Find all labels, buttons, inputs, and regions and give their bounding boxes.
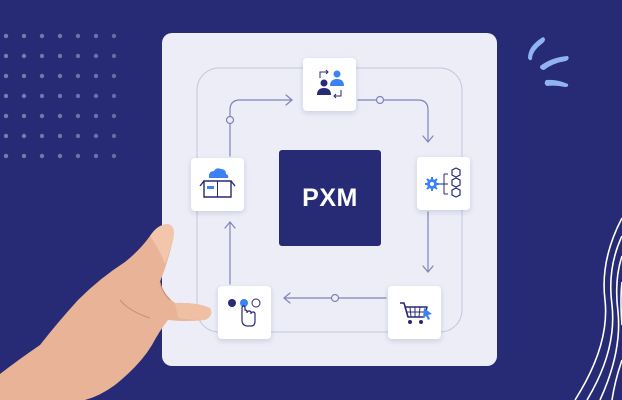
connector-left-to-top bbox=[229, 99, 293, 157]
grid-dot bbox=[111, 33, 117, 39]
node-click-select bbox=[218, 286, 271, 339]
node-gear-hierarchy bbox=[417, 157, 470, 210]
grid-dot bbox=[39, 133, 45, 139]
product-box-icon bbox=[199, 168, 236, 198]
dot-grid-decoration bbox=[3, 33, 117, 159]
grid-dot bbox=[111, 113, 117, 119]
grid-dot bbox=[39, 153, 45, 159]
user-transfer-icon bbox=[317, 69, 344, 99]
grid-dot bbox=[57, 153, 63, 159]
grid-dot bbox=[21, 113, 27, 119]
grid-dot bbox=[39, 113, 45, 119]
grid-dot bbox=[3, 73, 9, 79]
grid-dot bbox=[75, 73, 81, 79]
grid-dot bbox=[75, 113, 81, 119]
grid-dot bbox=[57, 53, 63, 59]
grid-dot bbox=[75, 53, 81, 59]
grid-dot bbox=[21, 33, 27, 39]
node-user-transfer bbox=[303, 58, 356, 111]
node-shopping-cart bbox=[388, 286, 441, 339]
grid-dot bbox=[57, 93, 63, 99]
center-label: PXM bbox=[302, 183, 358, 212]
grid-dot bbox=[93, 33, 99, 39]
grid-dot bbox=[111, 93, 117, 99]
grid-dot bbox=[93, 153, 99, 159]
grid-dot bbox=[3, 33, 9, 39]
grid-dot bbox=[111, 53, 117, 59]
sparkle-decoration bbox=[528, 37, 569, 87]
shopping-cart-icon bbox=[400, 302, 432, 324]
node-product-box bbox=[191, 158, 244, 211]
grid-dot bbox=[75, 133, 81, 139]
grid-dot bbox=[93, 133, 99, 139]
grid-dot bbox=[75, 33, 81, 39]
grid-dot bbox=[93, 113, 99, 119]
grid-dot bbox=[111, 133, 117, 139]
connector-top-to-right bbox=[357, 99, 429, 143]
grid-dot bbox=[75, 93, 81, 99]
grid-dot bbox=[21, 153, 27, 159]
grid-dot bbox=[111, 73, 117, 79]
grid-dot bbox=[3, 93, 9, 99]
grid-dot bbox=[93, 73, 99, 79]
grid-dot bbox=[93, 53, 99, 59]
grid-dot bbox=[39, 73, 45, 79]
grid-dot bbox=[21, 93, 27, 99]
click-select-icon bbox=[228, 298, 261, 327]
grid-dot bbox=[21, 53, 27, 59]
grid-dot bbox=[3, 133, 9, 139]
center-node: PXM bbox=[279, 150, 381, 246]
grid-dot bbox=[111, 153, 117, 159]
grid-dot bbox=[21, 73, 27, 79]
grid-dot bbox=[57, 113, 63, 119]
gear-hierarchy-icon bbox=[425, 167, 461, 198]
grid-dot bbox=[57, 133, 63, 139]
grid-dot bbox=[57, 33, 63, 39]
grid-dot bbox=[3, 113, 9, 119]
grid-dot bbox=[3, 153, 9, 159]
grid-dot bbox=[39, 33, 45, 39]
grid-dot bbox=[3, 53, 9, 59]
grid-dot bbox=[39, 53, 45, 59]
grid-dot bbox=[57, 73, 63, 79]
grid-dot bbox=[21, 133, 27, 139]
grid-dot bbox=[39, 93, 45, 99]
grid-dot bbox=[93, 93, 99, 99]
grid-dot bbox=[75, 153, 81, 159]
